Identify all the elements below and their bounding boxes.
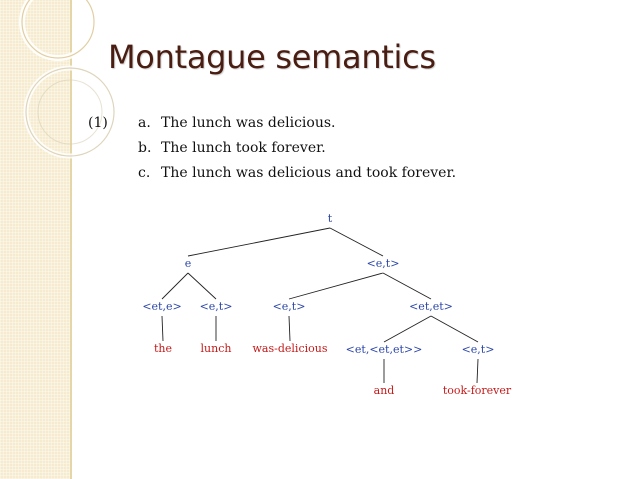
tree-edges <box>161 227 479 384</box>
sentence-a-letter: a. <box>138 115 151 131</box>
tree-edge-n-et-et-to-n-coord <box>383 315 432 343</box>
example-number: (1) <box>88 115 108 131</box>
sentence-c-text: The lunch was delicious and took forever… <box>161 165 457 181</box>
slide-title: Montague semantics <box>108 38 436 76</box>
sentence-a-text: The lunch was delicious. <box>161 115 336 131</box>
tree-edge-n-et-et-to-n-et-forever <box>430 315 479 343</box>
tree-edge-n-t-to-n-et-top <box>329 227 384 257</box>
tree-type-node-n-et-forever: <e,t> <box>462 343 495 356</box>
tree-edge-n-e-to-n-et-lunch <box>187 272 217 300</box>
tree-edge-n-t-to-n-e <box>187 227 331 257</box>
tree-type-node-n-coord: <et,<et,et>> <box>346 343 423 356</box>
tree-edge-n-et-del-to-w-del <box>288 315 291 342</box>
tree-type-node-n-et-lunch: <e,t> <box>200 300 233 313</box>
decorative-circles <box>19 0 117 159</box>
tree-type-node-n-et-del: <e,t> <box>273 300 306 313</box>
tree-type-node-n-et-et: <et,et> <box>409 300 453 313</box>
tree-type-node-n-et-top: <e,t> <box>367 257 400 270</box>
sentence-b-letter: b. <box>138 140 152 156</box>
tree-type-node-n-e: e <box>185 257 192 270</box>
side-panel-decoration <box>0 0 70 479</box>
sentence-c-letter: c. <box>138 165 151 181</box>
tree-word-w-the: the <box>154 342 172 355</box>
sentence-b-text: The lunch took forever. <box>161 140 326 156</box>
tree-word-w-and: and <box>374 384 395 397</box>
tree-edge-n-e-to-n-et-e <box>161 272 189 300</box>
tree-word-w-lunch: lunch <box>201 342 232 355</box>
tree-edge-n-et-forever-to-w-forever <box>476 358 479 384</box>
tree-type-node-n-t: t <box>328 212 333 225</box>
tree-type-node-n-et-e: <et,e> <box>142 300 181 313</box>
side-panel-edge <box>70 0 72 479</box>
tree-edge-n-et-top-to-n-et-et <box>382 272 432 300</box>
tree-nodes: t e <e,t> <et,e> <e,t> <e,t> <et,et> <et,<et,et… <box>142 212 512 397</box>
tree-word-w-forever: took-forever <box>443 384 512 397</box>
tree-edge-n-et-e-to-w-the <box>161 315 164 342</box>
tree-edge-n-et-top-to-n-et-del <box>288 272 384 300</box>
tree-word-w-del: was-delicious <box>253 342 328 355</box>
